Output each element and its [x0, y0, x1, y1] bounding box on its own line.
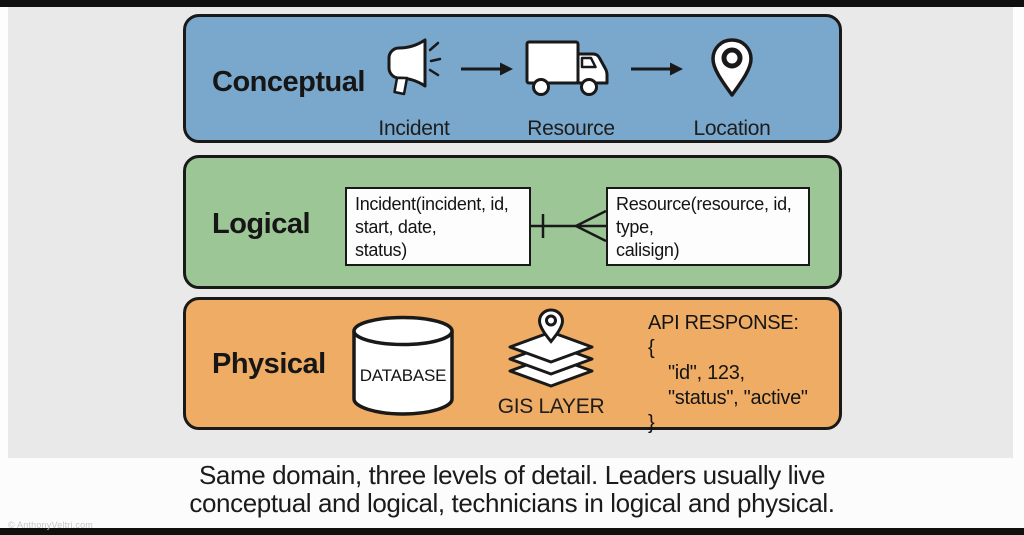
left-edge-strip — [0, 7, 8, 458]
database-icon: DATABASE — [350, 314, 456, 416]
gis-layer-label: GIS LAYER — [497, 395, 605, 418]
entity-line: start, date, — [355, 217, 437, 237]
api-close-brace: } — [648, 412, 655, 434]
entity-line: Incident(incident, id, — [355, 194, 509, 214]
caption-line-2: conceptual and logical, technicians in l… — [189, 488, 835, 518]
api-line: "status", "active" — [668, 387, 808, 409]
api-open-brace: { — [648, 337, 655, 359]
database-label: DATABASE — [359, 366, 447, 385]
logical-band: Logical Incident(incident, id, start, da… — [183, 155, 842, 289]
conceptual-item-location-label: Location — [693, 117, 771, 140]
entity-line: calisign) — [616, 240, 680, 260]
caption-line-1: Same domain, three levels of detail. Lea… — [198, 460, 826, 490]
caption-text: Same domain, three levels of detail. Lea… — [132, 461, 892, 517]
api-line: "id", 123, — [668, 362, 745, 384]
top-letterbox-bar — [0, 0, 1024, 7]
map-pin-icon — [708, 37, 756, 101]
conceptual-item-incident-label: Incident — [378, 117, 450, 140]
api-response-title: API RESPONSE: — [648, 312, 799, 334]
gis-layer-icon — [505, 308, 597, 396]
flow-arrow-icon — [630, 61, 684, 77]
bottom-letterbox-bar — [0, 528, 1024, 535]
conceptual-band-label: Conceptual — [212, 66, 365, 98]
entity-line: status) — [355, 240, 407, 260]
resource-entity-box: Resource(resource, id, type, calisign) — [606, 187, 810, 266]
api-response-block: API RESPONSE: { "id", 123, "status", "ac… — [648, 311, 808, 436]
megaphone-icon — [384, 37, 448, 97]
flow-arrow-icon — [460, 61, 514, 77]
physical-band-label: Physical — [212, 348, 326, 380]
caption-area — [0, 458, 1024, 528]
truck-icon — [524, 39, 612, 97]
conceptual-band: Conceptual Incident Resource — [183, 14, 842, 143]
one-to-many-crowsfoot-connector — [531, 203, 606, 249]
entity-line: type, — [616, 217, 654, 237]
logical-band-label: Logical — [212, 208, 311, 240]
right-edge-strip — [1013, 7, 1024, 458]
watermark: © AnthonyVeltri.com — [8, 520, 93, 530]
entity-line: Resource(resource, id, — [616, 194, 792, 214]
incident-entity-box: Incident(incident, id, start, date, stat… — [345, 187, 531, 266]
physical-band: Physical DATABASE GIS LAYER API RESPONSE… — [183, 297, 842, 434]
conceptual-item-resource-label: Resource — [527, 117, 615, 140]
